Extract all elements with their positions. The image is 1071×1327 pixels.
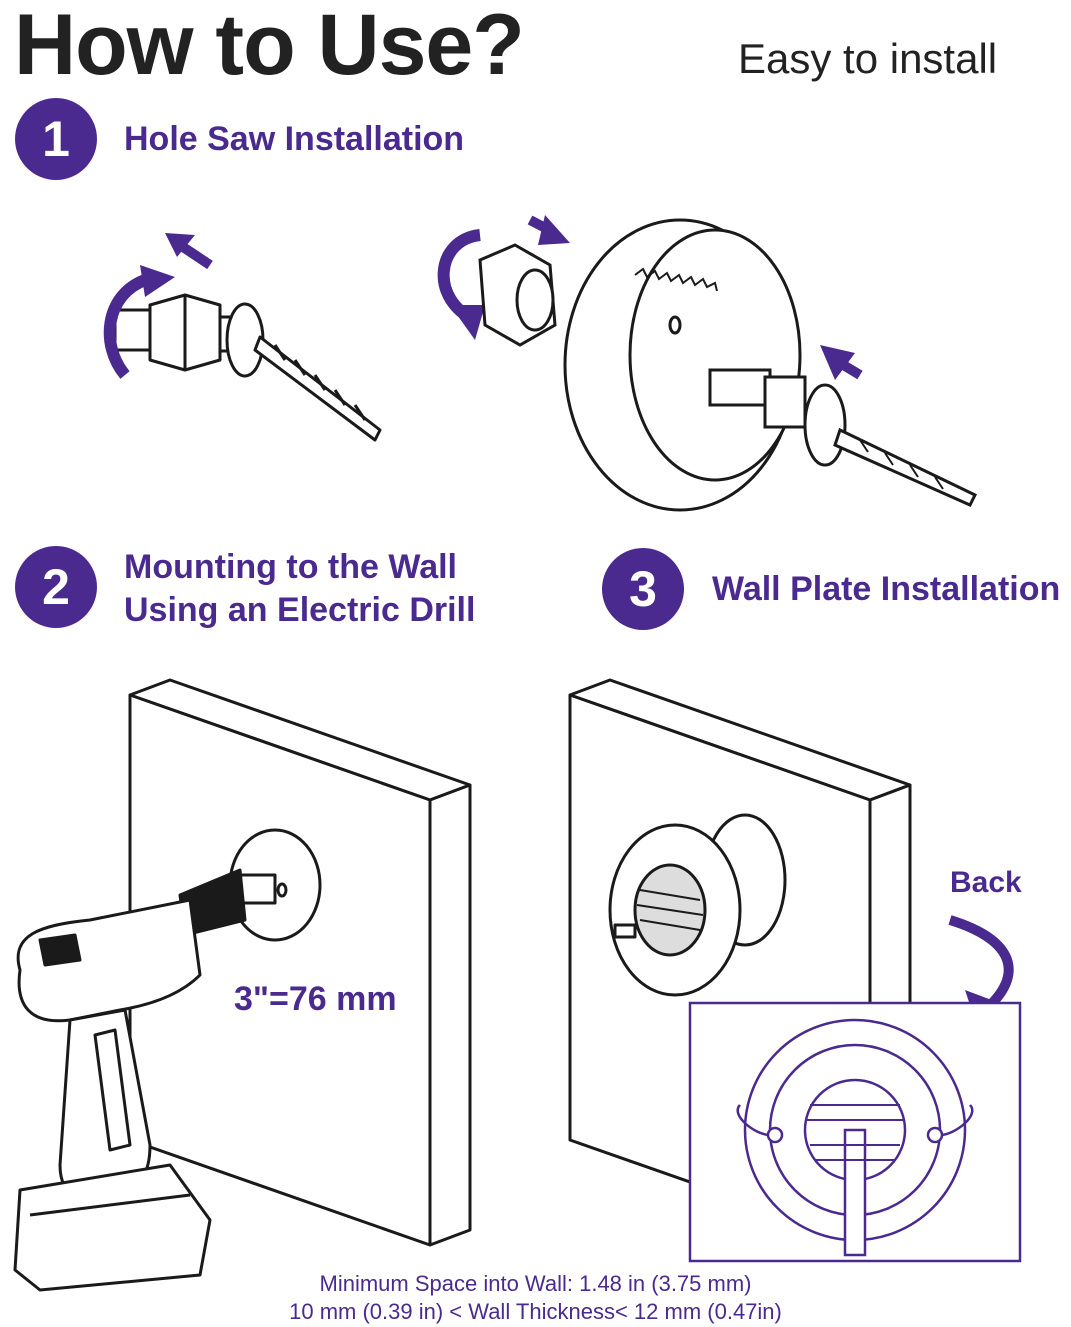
- hole-size-annotation: 3"=76 mm: [234, 980, 397, 1018]
- notes-line-1: Minimum Space into Wall: 1.48 in (3.75 m…: [319, 1271, 752, 1296]
- back-label: Back: [950, 866, 1022, 899]
- rotate-arrow-icon: [103, 274, 148, 379]
- drill-bit-with-nut-illustration: [103, 233, 382, 442]
- step-1-label: Hole Saw Installation: [124, 120, 465, 158]
- step-3-badge: 3: [602, 548, 684, 630]
- hole-saw-assembly-illustration: [437, 215, 978, 512]
- notes-line-2: 10 mm (0.39 in) < Wall Thickness< 12 mm …: [289, 1299, 782, 1324]
- rotate-arrow-icon: [948, 915, 1014, 1014]
- electric-drill-on-wall-illustration: [13, 678, 472, 1292]
- page-subtitle: Easy to install: [738, 35, 998, 82]
- page-title: How to Use?: [14, 0, 525, 93]
- direction-arrow-icon: [165, 233, 213, 270]
- step-2-label-line-1: Mounting to the Wall: [124, 548, 457, 586]
- step-2-label-line-2: Using an Electric Drill: [124, 591, 476, 629]
- step-1-badge: 1: [15, 98, 97, 180]
- wall-plate-illustration: [568, 678, 1022, 1263]
- step-3-label: Wall Plate Installation: [712, 570, 1061, 608]
- step-2-badge: 2: [15, 546, 97, 628]
